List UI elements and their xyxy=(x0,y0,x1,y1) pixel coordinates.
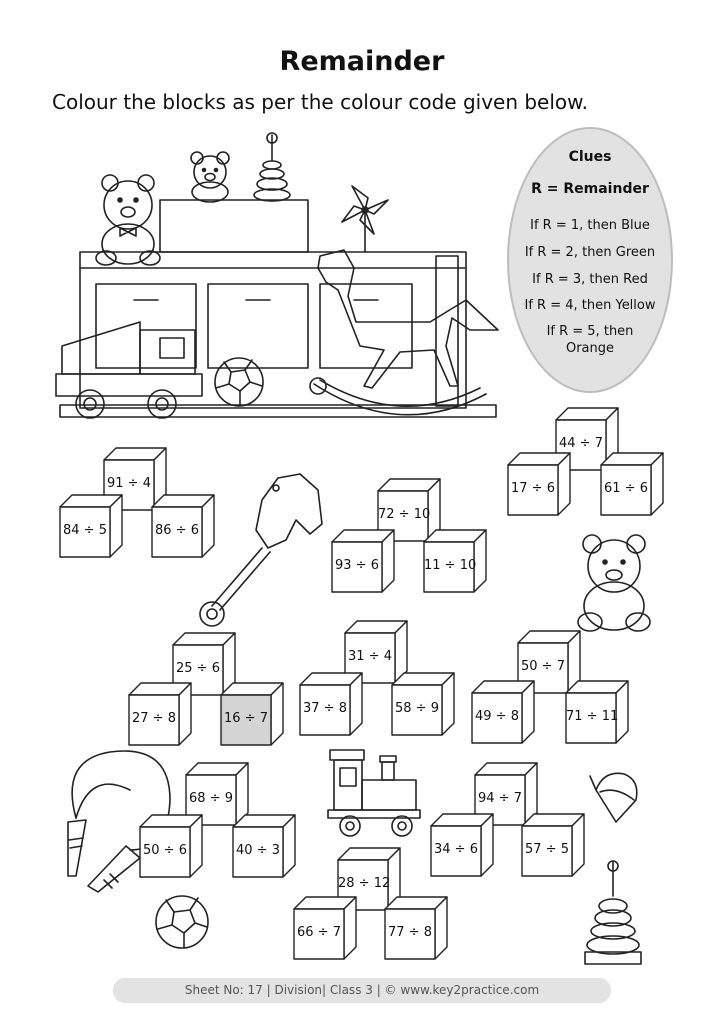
footer-credit: Sheet No: 17 | Division| Class 3 | © www… xyxy=(113,978,611,1003)
division-expression: 93 ÷ 6 xyxy=(335,558,379,573)
clue-rule: If R = 5, then Orange xyxy=(546,324,634,356)
rocking-horse-icon xyxy=(309,249,499,416)
cube-shape xyxy=(331,529,395,593)
division-expression: 66 ÷ 7 xyxy=(297,925,341,940)
cube-shape xyxy=(391,672,455,736)
cube-shape xyxy=(299,672,363,736)
clues-heading: Clues xyxy=(568,149,612,165)
division-expression: 57 ÷ 5 xyxy=(525,842,569,857)
cube-shape xyxy=(151,494,215,558)
cube-shape xyxy=(185,762,249,826)
division-expression: 49 ÷ 8 xyxy=(475,709,519,724)
cube-shape xyxy=(471,680,535,744)
cube-shape xyxy=(337,847,401,911)
teddy-bear-icon-right xyxy=(577,534,651,632)
page-title: Remainder xyxy=(279,46,445,77)
division-expression: 58 ÷ 9 xyxy=(395,701,439,716)
toy-shelf-illustration xyxy=(59,199,497,418)
division-block[interactable]: 71 ÷ 11 xyxy=(565,680,629,744)
instruction-text: Colour the blocks as per the colour code… xyxy=(52,90,589,114)
division-expression: 44 ÷ 7 xyxy=(559,436,603,451)
cube-shape xyxy=(600,452,664,516)
division-expression: 40 ÷ 3 xyxy=(236,843,280,858)
cube-shape xyxy=(59,494,123,558)
cube-shape xyxy=(220,682,284,746)
division-block[interactable]: 27 ÷ 8 xyxy=(128,682,192,746)
teddy-bear-icon xyxy=(95,174,161,266)
division-expression: 31 ÷ 4 xyxy=(348,649,392,664)
football-icon-bottom xyxy=(155,895,209,949)
division-expression: 25 ÷ 6 xyxy=(176,661,220,676)
division-block[interactable]: 17 ÷ 6 xyxy=(507,452,571,516)
division-expression: 27 ÷ 8 xyxy=(132,711,176,726)
division-block[interactable]: 16 ÷ 7 xyxy=(220,682,284,746)
toy-truck-icon xyxy=(55,321,203,419)
division-expression: 77 ÷ 8 xyxy=(388,925,432,940)
cube-shape xyxy=(139,814,203,878)
stacking-ring-icon-bottom xyxy=(584,860,642,965)
cube-shape xyxy=(377,478,441,542)
division-block[interactable]: 86 ÷ 6 xyxy=(151,494,215,558)
division-expression: 94 ÷ 7 xyxy=(478,791,522,806)
clues-panel: Clues R = Remainder If R = 1, then Blue … xyxy=(507,127,673,393)
division-expression: 50 ÷ 6 xyxy=(143,843,187,858)
division-block[interactable]: 28 ÷ 12 xyxy=(337,847,401,911)
clue-rule: If R = 1, then Blue xyxy=(530,218,650,233)
division-block[interactable]: 77 ÷ 8 xyxy=(384,896,448,960)
division-block[interactable]: 68 ÷ 9 xyxy=(185,762,249,826)
division-expression: 17 ÷ 6 xyxy=(511,481,555,496)
division-block[interactable]: 50 ÷ 6 xyxy=(139,814,203,878)
cube-shape xyxy=(521,813,585,877)
cube-shape xyxy=(128,682,192,746)
toy-train-icon xyxy=(327,749,421,837)
division-block[interactable]: 66 ÷ 7 xyxy=(293,896,357,960)
clue-rule: If R = 2, then Green xyxy=(524,245,656,260)
division-block[interactable]: 37 ÷ 8 xyxy=(299,672,363,736)
division-block[interactable]: 94 ÷ 7 xyxy=(474,762,538,826)
small-teddy-icon xyxy=(190,151,230,203)
division-expression: 86 ÷ 6 xyxy=(155,523,199,538)
cube-shape xyxy=(293,896,357,960)
clue-rule: If R = 4, then Yellow xyxy=(524,298,656,313)
cube-shape xyxy=(430,813,494,877)
hobby-horse-icon xyxy=(199,473,323,627)
spinning-top-icon xyxy=(589,772,638,823)
cube-shape xyxy=(565,680,629,744)
division-expression: 16 ÷ 7 xyxy=(224,711,268,726)
cube-shape xyxy=(423,529,487,593)
division-expression: 50 ÷ 7 xyxy=(521,659,565,674)
division-expression: 37 ÷ 8 xyxy=(303,701,347,716)
division-expression: 72 ÷ 10 xyxy=(378,507,431,522)
cube-shape xyxy=(384,896,448,960)
stacking-ring-icon xyxy=(253,132,291,202)
division-block[interactable]: 57 ÷ 5 xyxy=(521,813,585,877)
division-expression: 34 ÷ 6 xyxy=(434,842,478,857)
division-block[interactable]: 61 ÷ 6 xyxy=(600,452,664,516)
division-expression: 11 ÷ 10 xyxy=(424,558,477,573)
division-block[interactable]: 11 ÷ 10 xyxy=(423,529,487,593)
division-expression: 68 ÷ 9 xyxy=(189,791,233,806)
division-expression: 84 ÷ 5 xyxy=(63,523,107,538)
cube-shape xyxy=(474,762,538,826)
division-expression: 61 ÷ 6 xyxy=(604,481,648,496)
division-block[interactable]: 49 ÷ 8 xyxy=(471,680,535,744)
division-block[interactable]: 72 ÷ 10 xyxy=(377,478,441,542)
division-block[interactable]: 84 ÷ 5 xyxy=(59,494,123,558)
division-expression: 28 ÷ 12 xyxy=(338,876,391,891)
pinwheel-icon xyxy=(341,185,389,253)
division-block[interactable]: 93 ÷ 6 xyxy=(331,529,395,593)
clue-rule: If R = 3, then Red xyxy=(532,272,648,287)
clues-key: R = Remainder xyxy=(531,181,649,197)
division-expression: 91 ÷ 4 xyxy=(107,476,151,491)
cube-shape xyxy=(232,814,296,878)
football-icon xyxy=(214,357,264,407)
division-block[interactable]: 58 ÷ 9 xyxy=(391,672,455,736)
division-expression: 71 ÷ 11 xyxy=(566,709,619,724)
cube-shape xyxy=(507,452,571,516)
division-block[interactable]: 40 ÷ 3 xyxy=(232,814,296,878)
division-block[interactable]: 50 ÷ 7 xyxy=(517,630,581,694)
division-block[interactable]: 34 ÷ 6 xyxy=(430,813,494,877)
